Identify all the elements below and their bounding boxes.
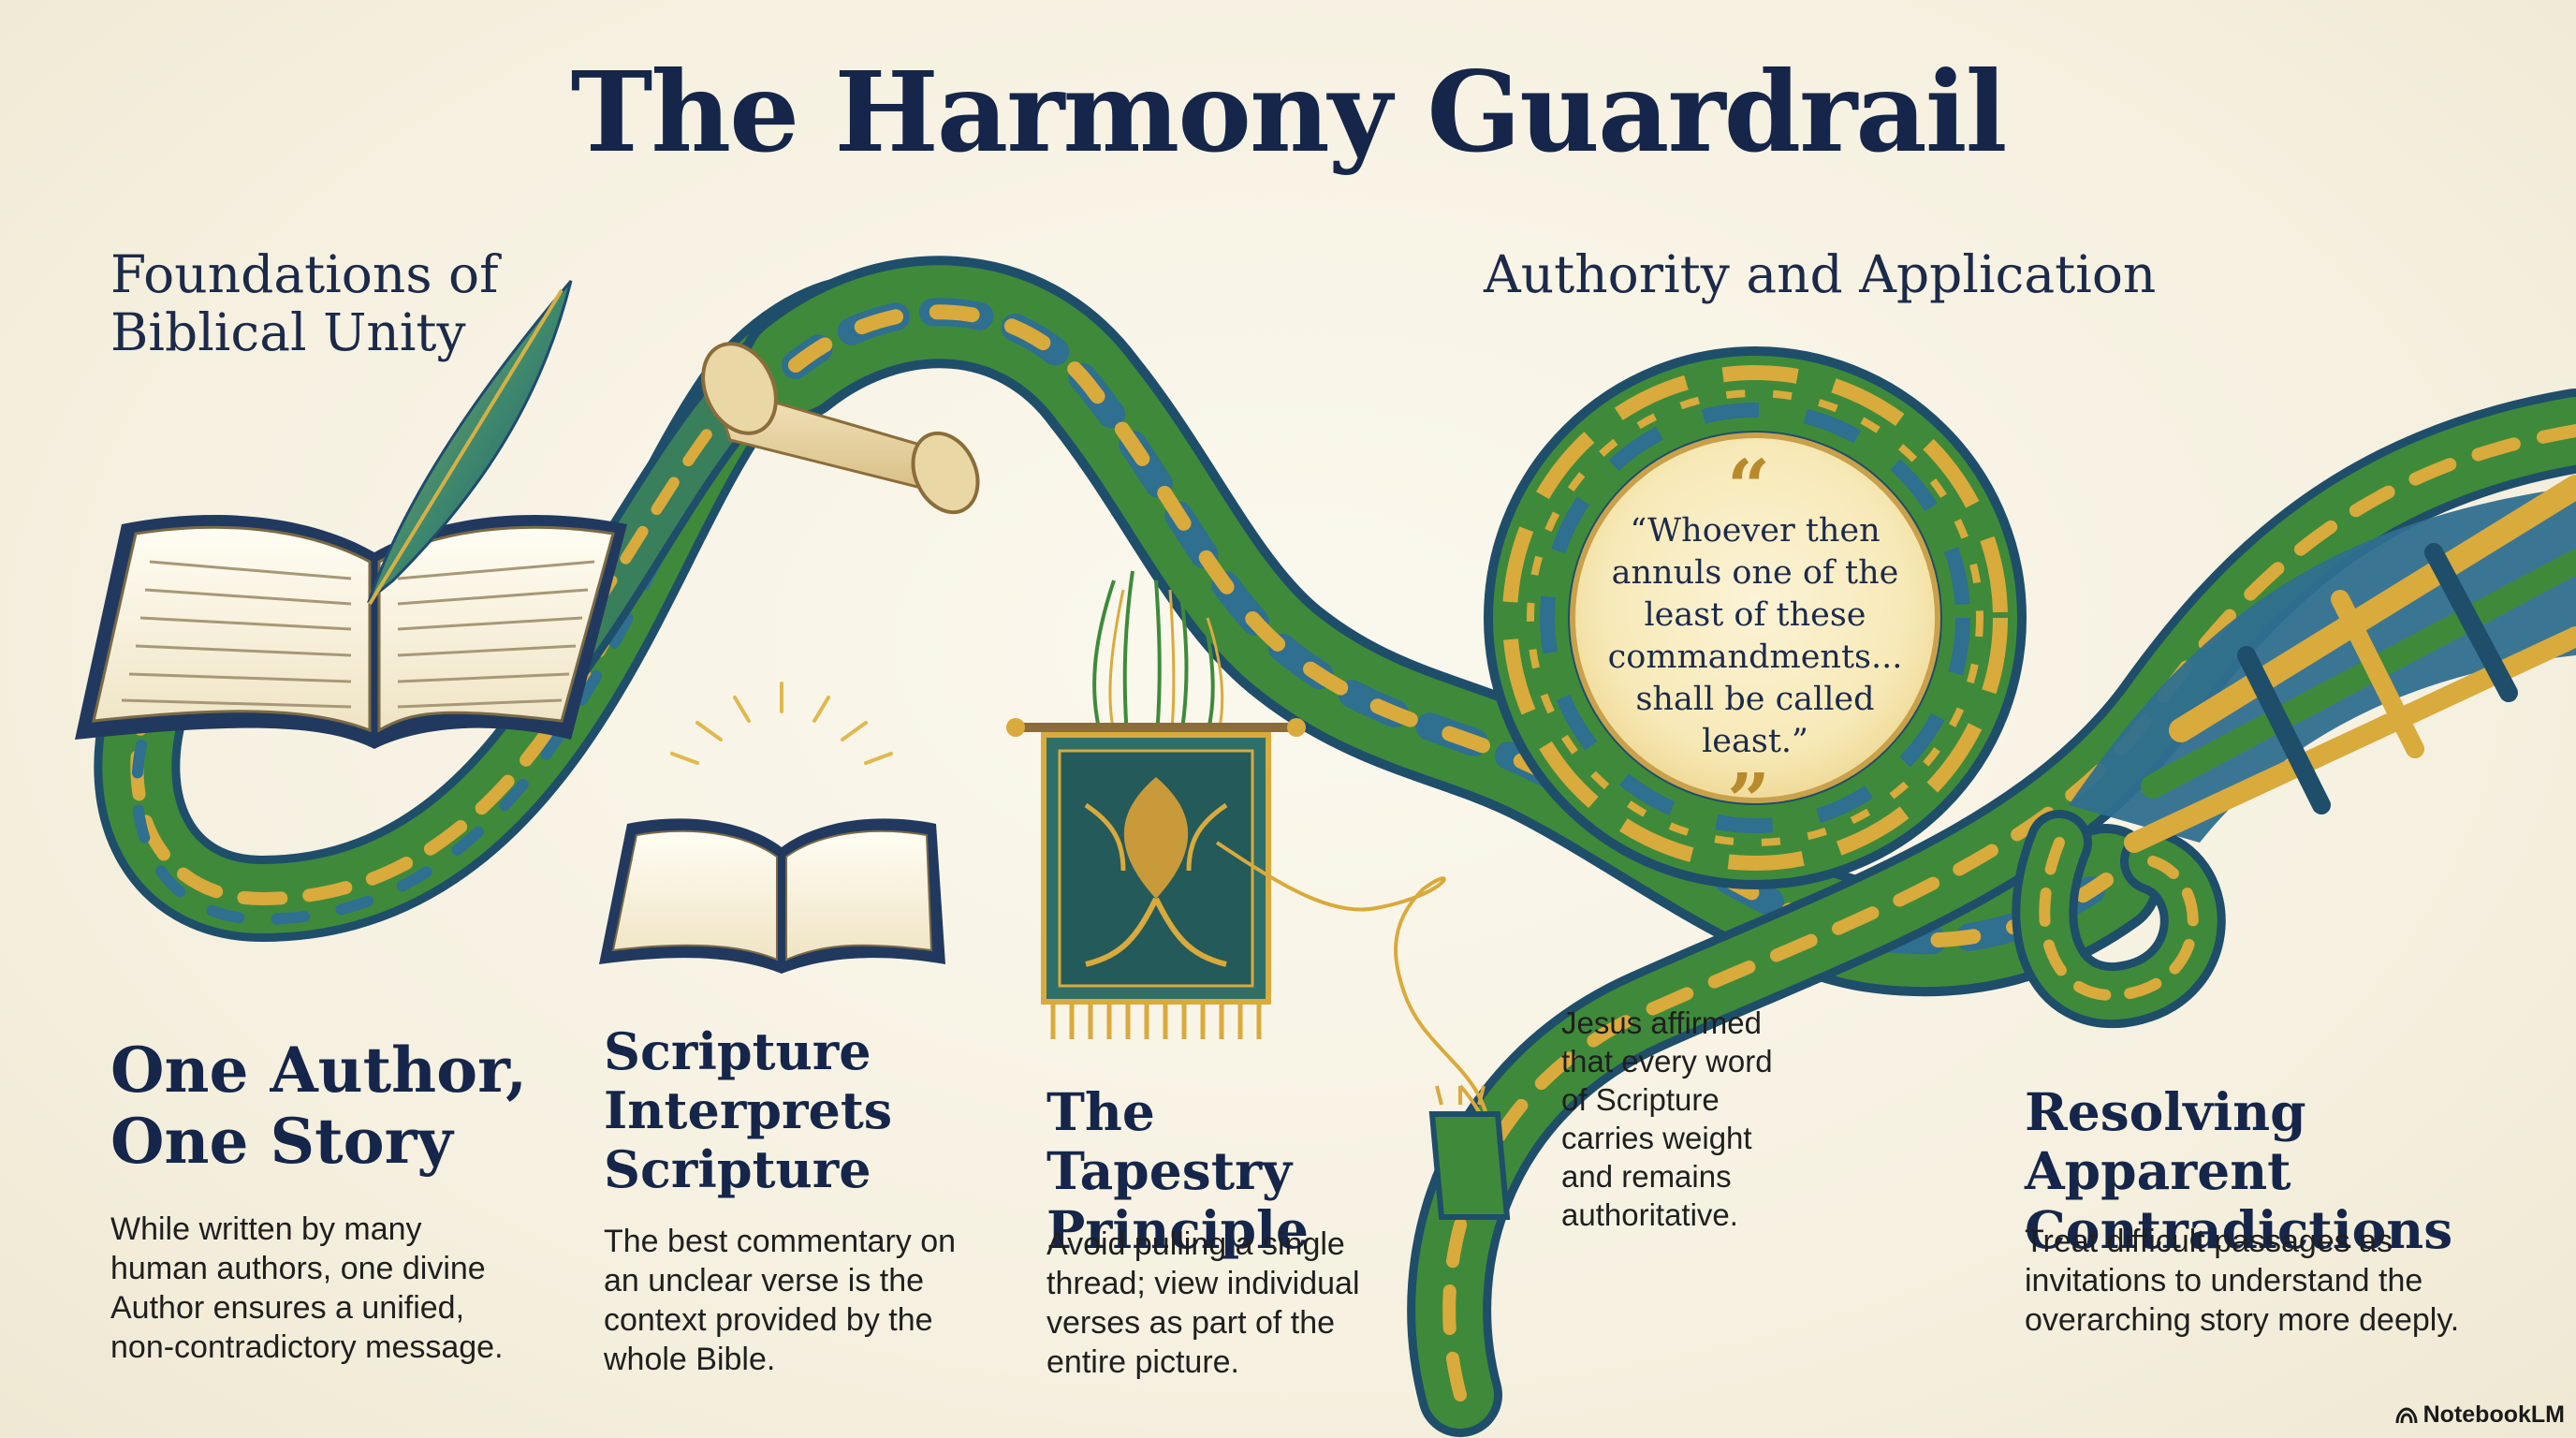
ribbon-loop — [1484, 346, 2027, 889]
panel-heading-resolving: Resolving Apparent Contradictions — [2025, 1081, 2453, 1260]
panel-body-resolving: Treat difficult passages as invitations … — [2025, 1224, 2460, 1338]
panel-heading-scripture-interprets: Scripture Interprets Scripture — [604, 1021, 893, 1199]
ribbon-weave — [2124, 475, 2576, 853]
panel-body-jesus-affirmed: Jesus affirmed that every word of Script… — [1561, 1005, 1773, 1232]
section-heading-authority: Authority and Application — [1484, 244, 2157, 304]
open-quote-mark: “ — [1727, 443, 1771, 531]
panel-heading-one-author: One Author, One Story — [110, 1034, 528, 1178]
section-heading-foundations: Foundations of Biblical Unity — [110, 244, 499, 362]
scroll-icon — [701, 342, 980, 515]
quote-text: “Whoever then annuls one of the least of… — [1607, 512, 1903, 760]
notebooklm-logo-icon — [2395, 1406, 2418, 1423]
tapestry-icon — [1006, 570, 1493, 1135]
book-icon — [75, 515, 627, 749]
quill-icon — [366, 280, 573, 606]
notebooklm-brand: NotebookLM — [2395, 1401, 2565, 1429]
brand-label: NotebookLM — [2422, 1401, 2565, 1428]
close-quote-mark: ” — [1727, 756, 1771, 844]
small-book-icon — [599, 682, 945, 974]
panel-body-scripture-interprets: The best commentary on an unclear verse … — [604, 1224, 957, 1377]
panel-body-one-author: While written by many human authors, one… — [110, 1211, 504, 1365]
panel-heading-tapestry-principle: The Tapestry Principle — [1046, 1081, 1309, 1260]
ribbon-frayed-end — [1428, 1085, 1511, 1220]
page-title: The Harmony Guardrail — [570, 47, 2008, 177]
panel-body-tapestry-principle: Avoid pulling a single thread; view indi… — [1046, 1226, 1360, 1380]
